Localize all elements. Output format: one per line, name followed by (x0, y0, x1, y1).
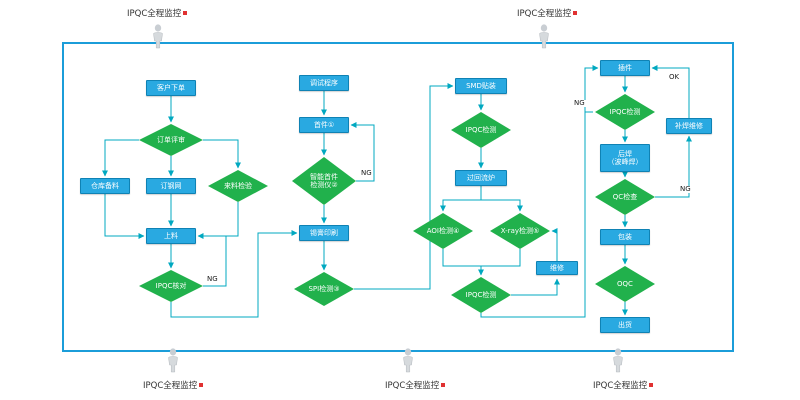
red-indicator-icon (649, 383, 654, 387)
node-repair: 维修 (536, 261, 578, 275)
edge-xray-merge (481, 249, 521, 267)
edge-ipqc-check-ng-loop (200, 235, 227, 287)
monitor-label-text: IPQC全程监控 (143, 381, 198, 391)
node-debug-program: 调试程序 (299, 75, 349, 91)
monitor-label-text: IPQC全程监控 (593, 381, 648, 391)
node-solder-paste-print: 锡膏印刷 (299, 225, 349, 241)
node-customer-order: 客户下单 (146, 80, 196, 96)
person-icon (150, 24, 166, 54)
monitor-label-text: IPQC全程监控 (127, 9, 182, 19)
edge-label-ok-rework: OK (668, 73, 681, 81)
edge-spi-to-smd (354, 82, 454, 290)
edge-label-ng-qc-check: NG (679, 185, 692, 193)
edge-repair-to-xray (551, 227, 558, 261)
edge-reflow-to-xray (480, 186, 524, 212)
monitor-label-bottom-center: IPQC全程监控 (385, 379, 446, 391)
person-icon (165, 348, 181, 378)
edge-warehouse-prep-to-loading (104, 194, 145, 240)
red-indicator-icon (441, 383, 446, 387)
edge-incoming-inspection-to-loading (197, 202, 239, 240)
node-shipment: 出货 (600, 317, 650, 333)
edge-ipqc-reflow-to-repair (511, 278, 561, 296)
monitor-label-bottom-right: IPQC全程监控 (593, 379, 654, 391)
node-order-stencil: 订钢网 (146, 178, 196, 194)
edge-smart-tester-ng-to-first-article (350, 121, 375, 182)
monitor-label-bottom-left: IPQC全程监控 (143, 379, 204, 391)
node-wave-soldering: 后焊 （波峰焊） (600, 144, 650, 172)
monitor-label-text: IPQC全程监控 (517, 9, 572, 19)
node-reflow-oven: 过回流炉 (455, 170, 507, 186)
edge-ipqc-insertion-ng-loop (584, 90, 593, 113)
node-insertion: 插件 (600, 60, 650, 76)
node-loading: 上料 (146, 228, 196, 244)
monitor-label-top-right: IPQC全程监控 (517, 7, 578, 19)
flowchart-frame (62, 42, 734, 352)
edge-ipqc-check-to-solder-paste (170, 229, 298, 318)
person-icon (400, 348, 416, 378)
node-warehouse-prep: 仓库备料 (80, 178, 130, 194)
edge-order-review-to-incoming-inspection (203, 139, 242, 169)
edge-label-ng-ipqc-insertion: NG (573, 99, 586, 107)
edge-ipqc-reflow-to-insertion (480, 64, 599, 318)
monitor-label-text: IPQC全程监控 (385, 381, 440, 391)
edge-order-review-to-warehouse-prep (101, 139, 139, 177)
node-rework-repair: 补焊维修 (666, 118, 712, 134)
edge-reflow-to-aoi (439, 186, 482, 212)
red-indicator-icon (199, 383, 204, 387)
edge-rework-to-insertion (651, 64, 690, 118)
red-indicator-icon (573, 11, 578, 15)
edge-aoi-to-ipqc-reflow (442, 249, 485, 276)
node-smd-placement: SMD贴装 (455, 78, 507, 94)
person-icon (536, 24, 552, 54)
edge-label-ng-smart-tester: NG (360, 169, 373, 177)
node-packaging: 包装 (600, 229, 650, 245)
node-first-article: 首件① (299, 117, 349, 133)
monitor-label-top-left: IPQC全程监控 (127, 7, 188, 19)
edge-label-ng-ipqc-check: NG (206, 275, 219, 283)
person-icon (610, 348, 626, 378)
edge-qc-ng-to-rework (655, 135, 693, 198)
red-indicator-icon (183, 11, 188, 15)
